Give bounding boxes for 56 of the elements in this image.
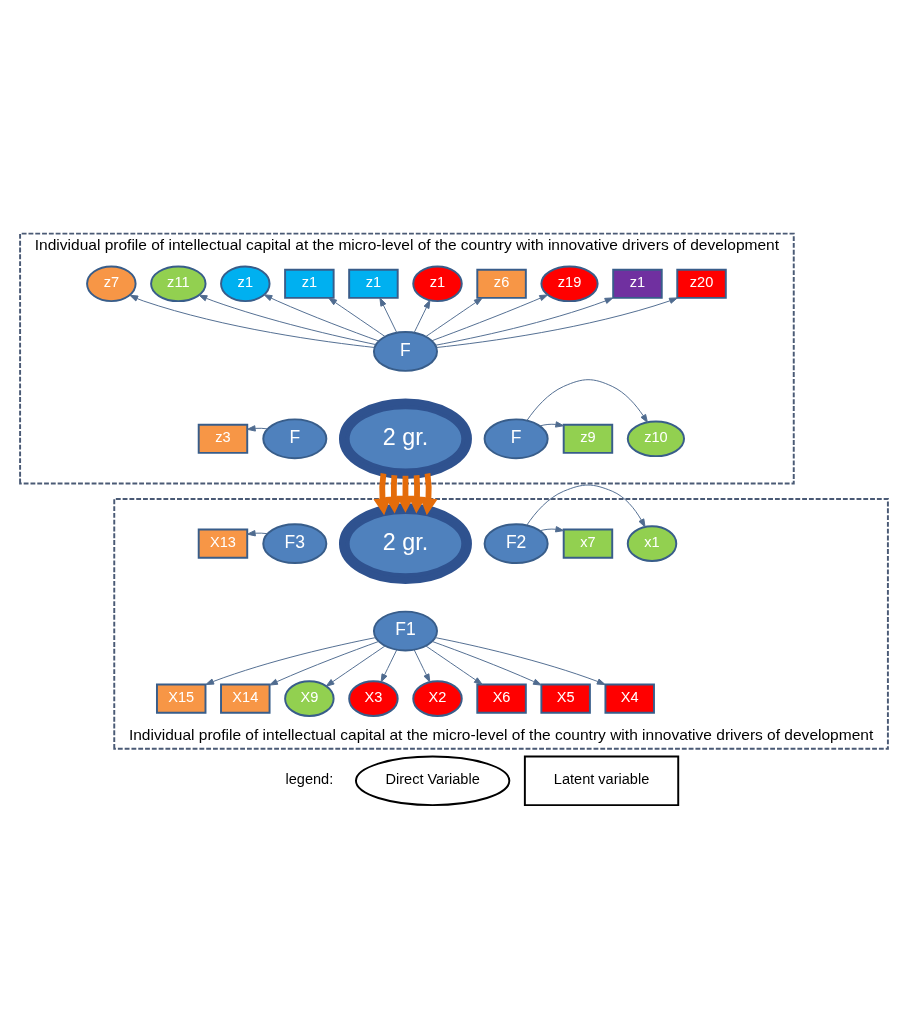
node-box: z9 bbox=[562, 423, 614, 454]
node-ellipse: F1 bbox=[372, 610, 438, 651]
node-box: z3 bbox=[197, 423, 249, 454]
node-box: X15 bbox=[156, 683, 207, 714]
node-box: z20 bbox=[676, 268, 727, 299]
node-ellipse: F2 bbox=[483, 522, 549, 564]
legend-label: Direct Variable bbox=[385, 770, 480, 787]
node-ellipse: z10 bbox=[626, 420, 685, 457]
legend-label: Latent variable bbox=[553, 770, 650, 787]
arrow bbox=[435, 296, 614, 346]
arrow bbox=[413, 299, 431, 333]
node-box: X13 bbox=[197, 528, 249, 559]
node-box: X4 bbox=[604, 683, 655, 714]
node-box: x7 bbox=[562, 528, 614, 559]
arrow bbox=[373, 472, 392, 515]
node-box: X14 bbox=[220, 683, 271, 714]
arrow bbox=[425, 297, 483, 337]
node-ellipse: F bbox=[372, 330, 438, 372]
label: legend: bbox=[285, 770, 334, 787]
arrow bbox=[198, 294, 377, 345]
arrow bbox=[205, 636, 377, 685]
arrow bbox=[380, 648, 398, 682]
arrow bbox=[379, 297, 398, 333]
arrow bbox=[539, 525, 565, 532]
node-ellipse: F bbox=[262, 417, 328, 459]
arrow bbox=[539, 420, 565, 428]
arrow bbox=[431, 293, 549, 341]
node-ellipse: F3 bbox=[262, 522, 328, 564]
arrow bbox=[413, 648, 431, 682]
arrow bbox=[408, 474, 426, 513]
node-box: z1 bbox=[612, 268, 663, 299]
arrow bbox=[434, 636, 606, 685]
node-box: X5 bbox=[540, 683, 591, 714]
node-box: z6 bbox=[476, 268, 527, 299]
arrow bbox=[246, 529, 268, 536]
node-ellipse: x1 bbox=[626, 524, 678, 562]
arrow bbox=[425, 644, 483, 685]
arrow bbox=[526, 378, 648, 423]
node-ellipse: z1 bbox=[412, 265, 463, 302]
node-box: z1 bbox=[284, 268, 335, 299]
arrow bbox=[436, 296, 678, 348]
arrow bbox=[269, 640, 380, 686]
arrow bbox=[246, 424, 268, 432]
node-ellipse: X2 bbox=[412, 679, 463, 717]
arrow bbox=[431, 640, 542, 686]
arrow bbox=[263, 293, 380, 341]
arrow bbox=[384, 474, 403, 513]
arrow bbox=[325, 644, 386, 687]
node-ellipse: F bbox=[483, 417, 549, 459]
arrow bbox=[129, 294, 375, 348]
arrow bbox=[419, 472, 438, 515]
node-ellipse: X3 bbox=[348, 679, 399, 717]
node-box: z1 bbox=[348, 268, 399, 299]
arrow bbox=[328, 297, 386, 337]
arrow bbox=[526, 484, 646, 527]
node-box: X6 bbox=[476, 683, 527, 714]
